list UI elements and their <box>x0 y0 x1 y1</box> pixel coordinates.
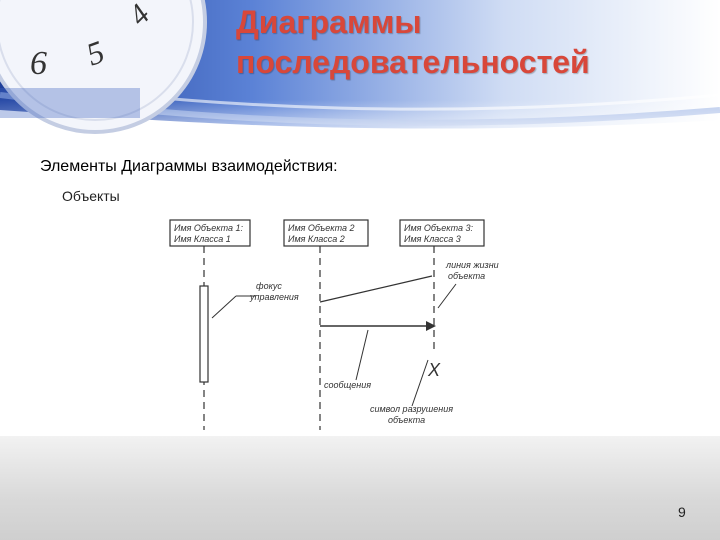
page-number: 9 <box>678 504 686 520</box>
pointer-focus <box>211 295 237 319</box>
header-decoration: 6 5 4 <box>0 0 720 150</box>
title-line-1: Диаграммы <box>236 4 422 40</box>
object-1-class: Имя Класса 1 <box>174 234 231 244</box>
object-3-class: Имя Класса 3 <box>404 234 461 244</box>
pointer-destroy <box>411 359 429 407</box>
pointer-lifeline <box>437 283 457 309</box>
destroy-mark: X <box>427 360 441 380</box>
label-focus-1: фокус <box>256 281 282 291</box>
footer-band <box>0 436 720 540</box>
bullet-item: Объекты <box>62 188 120 204</box>
slide-subtitle: Элементы Диаграммы взаимодействия: <box>40 158 338 175</box>
label-lifeline-2: объекта <box>448 271 485 281</box>
focus-of-control <box>199 285 209 383</box>
pointer-messages <box>355 329 369 381</box>
slide-title: Диаграммы последовательностей <box>236 2 706 82</box>
label-focus-2: управления <box>249 292 299 302</box>
message-line-1 <box>319 275 433 303</box>
object-1-name: Имя Объекта 1: <box>174 223 244 233</box>
object-2-name: Имя Объекта 2 <box>288 223 355 233</box>
label-messages: сообщения <box>324 380 371 390</box>
sequence-diagram: Имя Объекта 1: Имя Класса 1 Имя Объекта … <box>156 210 502 438</box>
object-box-1 <box>169 219 251 247</box>
label-destroy-2: объекта <box>388 415 425 425</box>
title-line-2: последовательностей <box>236 44 590 80</box>
clock-icon <box>0 0 207 134</box>
object-2-class: Имя Класса 2 <box>288 234 345 244</box>
object-box-2 <box>283 219 369 247</box>
label-lifeline-1: линия жизни <box>445 260 499 270</box>
object-box-3 <box>399 219 485 247</box>
svg-text:6: 6 <box>30 45 47 82</box>
object-3-name: Имя Объекта 3: <box>404 223 474 233</box>
message-arrowhead <box>426 321 436 331</box>
label-destroy-1: символ разрушения <box>370 404 453 414</box>
